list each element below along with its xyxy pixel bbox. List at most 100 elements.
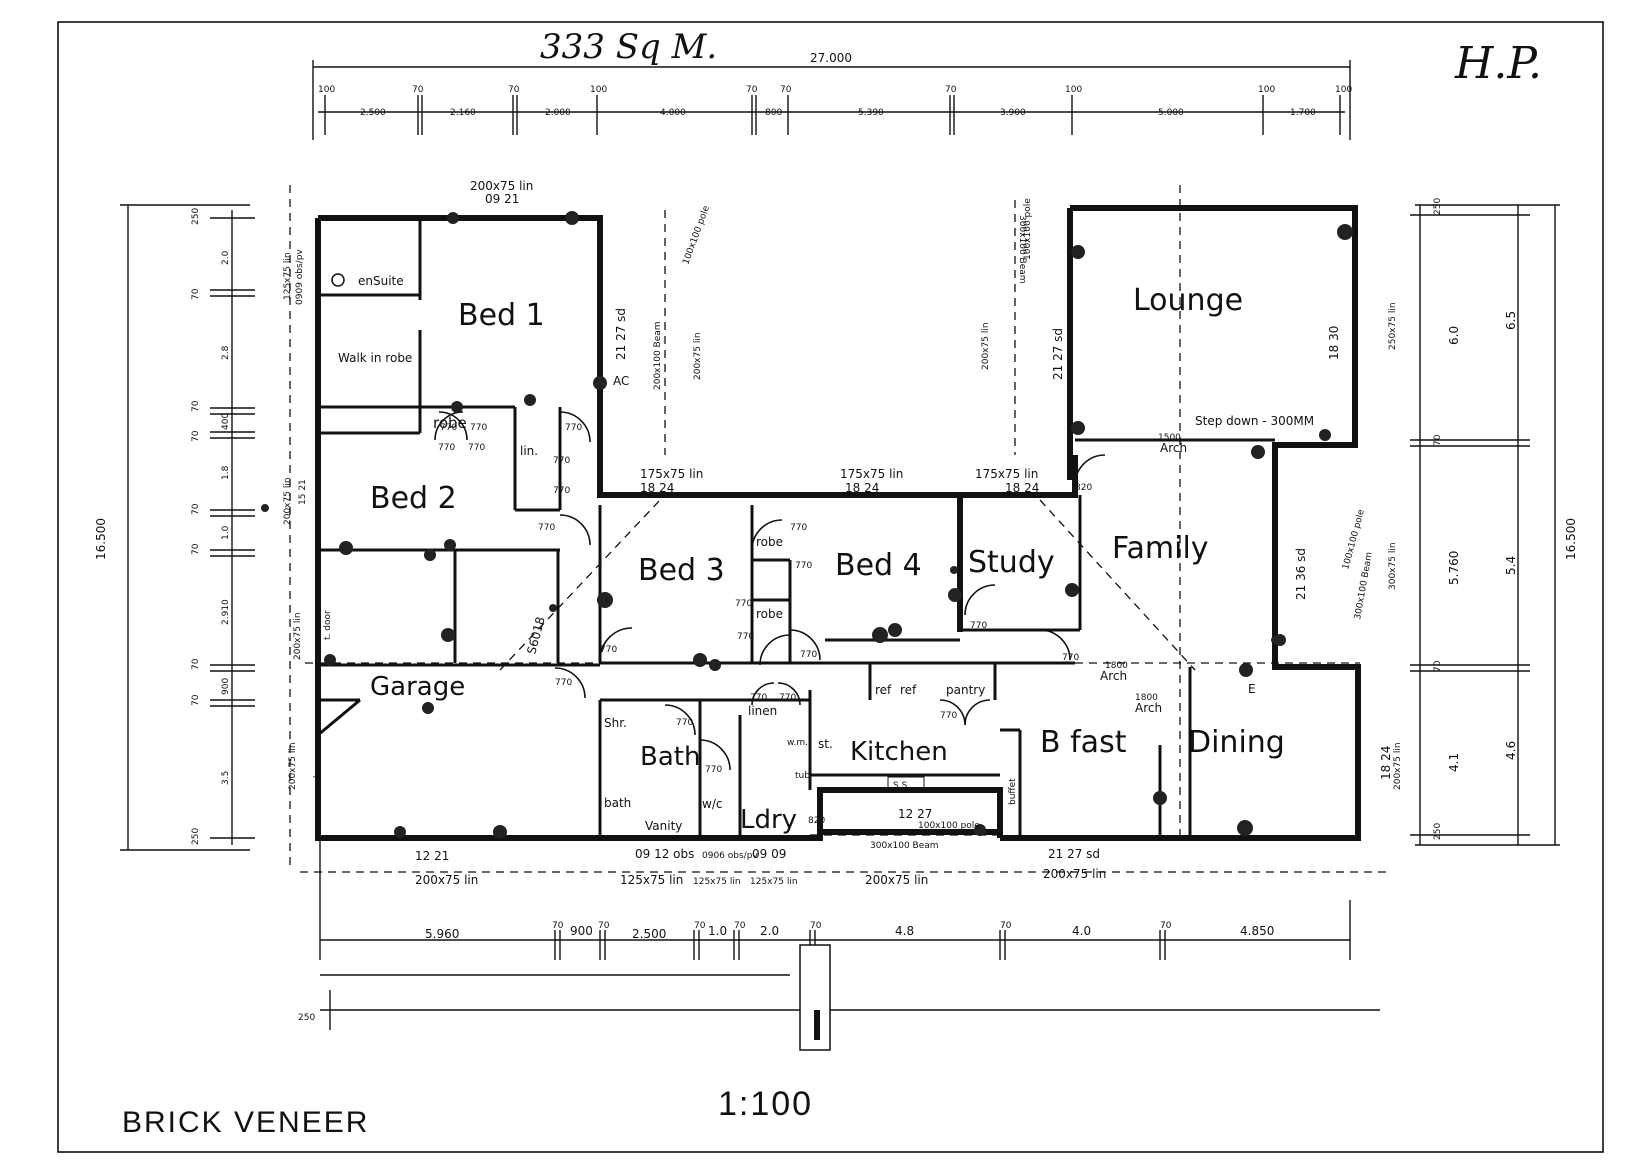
door-9: 770 [795, 561, 812, 571]
bottom-dim-3: 2.500 [632, 927, 666, 941]
win-ensuite-b: 0909 obs/pv [295, 249, 305, 305]
room-bath: Bath [640, 742, 700, 772]
door-2: 770 [438, 443, 455, 453]
top-wall-6: 70 [780, 85, 792, 95]
win-bed1-top-type: 200x75 lin [470, 179, 533, 193]
win-bed2-b: 15 21 [298, 479, 308, 505]
bottom-dim-2: 900 [570, 924, 593, 938]
win-garage-b: 12 21 [415, 849, 449, 863]
win-family: 21 36 sd [1294, 548, 1308, 600]
door-r-label: r. door [313, 761, 323, 790]
label-wm: w.m. [787, 738, 808, 748]
left-overall-dim: 16.500 [94, 518, 108, 560]
room-dining: Dining [1188, 725, 1285, 760]
label-shr: Shr. [604, 716, 627, 730]
win-bed3-b: 18 24 [640, 481, 674, 495]
door-5: 770 [553, 486, 570, 496]
bottom-dim-6: 4.8 [895, 924, 914, 938]
room-bed4: Bed 4 [835, 548, 922, 583]
win-ensuite: 125x75 lin [283, 252, 293, 300]
right-dim-9: 4.6 [1504, 741, 1518, 760]
top-wall-2: 70 [412, 85, 424, 95]
win-bed1-top-size: 09 21 [485, 192, 519, 206]
win-bed1-side-lin: 200x75 lin [693, 332, 703, 380]
beam-study: 300x100 Beam [1017, 215, 1027, 284]
door-labels: 770 770 770 770 770 770 770 770 770 770 … [438, 423, 1092, 826]
room-bed2: Bed 2 [370, 481, 457, 516]
room-bed1: Bed 1 [458, 298, 545, 333]
bottom-wall-4: 70 [734, 921, 746, 931]
bottom-dim-7: 4.0 [1072, 924, 1091, 938]
top-wall-1: 100 [318, 85, 335, 95]
door-1: 770 [565, 423, 582, 433]
left-dim-9: 70 [191, 503, 201, 515]
room-bfast: B fast [1040, 725, 1127, 760]
bottom-base-dim: 250 [298, 1013, 315, 1023]
door-23: 770 [470, 423, 487, 433]
right-dim-8: 4.1 [1447, 753, 1461, 772]
bottom-wall-7: 70 [1160, 921, 1172, 931]
top-dim-3: 2.000 [545, 108, 571, 118]
bottom-wall-3: 70 [694, 921, 706, 931]
right-dim-2: 6.0 [1447, 326, 1461, 345]
win-lounge-r-lin: 250x75 lin [1388, 302, 1398, 350]
top-overall-dim: 27.000 [810, 51, 852, 65]
bottom-dim-8: 4.850 [1240, 924, 1274, 938]
label-linen: linen [748, 704, 777, 718]
win-kitchen: 12 27 [898, 807, 932, 821]
beam-lines [289, 185, 1390, 873]
win-bath-lin: 125x75 lin [620, 873, 683, 887]
window-s6018: S6018 [524, 615, 547, 655]
arch-1500-size: 1500 [1158, 433, 1181, 443]
win-garage-l2: 200x75 lin [288, 742, 298, 790]
label-vanity: Vanity [645, 819, 682, 833]
win-bed1-side: 21 27 sd [614, 308, 628, 360]
drawing-title: BRICK VENEER [122, 1106, 369, 1139]
door-swings [434, 411, 1106, 771]
win-dining-lin: 200x75 lin [1393, 742, 1403, 790]
bottom-dim-4: 1.0 [708, 924, 727, 938]
right-dim-10: 250 [1433, 823, 1443, 840]
door-12: 770 [800, 650, 817, 660]
top-dim-8: 5.000 [1158, 108, 1184, 118]
left-dim-10: 1.0 [221, 525, 231, 540]
top-dim-2: 2.160 [450, 108, 476, 118]
left-dim-2: 2.0 [221, 250, 231, 265]
top-wall-7: 70 [945, 85, 957, 95]
top-wall-8: 100 [1065, 85, 1082, 95]
win-bfast-lin: 200x75 lin [1043, 867, 1106, 881]
door-22: 820 [1075, 483, 1092, 493]
bottom-wall-1: 70 [552, 921, 564, 931]
left-dimension-chain: 16.500 250 2.0 70 2.8 70 400 70 1.8 70 1… [94, 204, 255, 851]
door-15: 770 [555, 678, 572, 688]
window-labels: 200x75 lin 09 21 125x75 lin 0909 obs/pv … [283, 179, 1403, 887]
top-dim-5: 800 [765, 108, 782, 118]
label-ensuite: enSuite [358, 274, 404, 288]
pole-study: 100x100 pole [1023, 198, 1033, 260]
door-13: 770 [970, 621, 987, 631]
right-dim-7: 70 [1433, 660, 1443, 672]
label-pantry: pantry [946, 683, 985, 697]
page-border [57, 21, 1604, 1153]
right-dimension-chain: 250 6.0 6.5 70 5.760 5.4 70 4.1 4.6 250 … [1410, 198, 1578, 846]
left-dim-13: 70 [191, 658, 201, 670]
room-ldry: Ldry [740, 805, 797, 835]
sink-label: S S [893, 781, 908, 791]
door-10: 770 [735, 599, 752, 609]
drawing-scale: 1:100 [718, 1085, 813, 1123]
top-wall-4: 100 [590, 85, 607, 95]
bottom-dimension-chain: 5.960 900 2.500 1.0 2.0 4.8 4.0 4.850 70… [298, 730, 1380, 1051]
win-lounge-r: 18 30 [1327, 326, 1341, 360]
top-wall-3: 70 [508, 85, 520, 95]
step-down-note: Step down - 300MM [1195, 414, 1314, 428]
top-dim-6: 5.390 [858, 108, 884, 118]
label-robe-bed4: robe [756, 535, 783, 549]
win-study-b: 18 24 [1005, 481, 1039, 495]
win-bfast: 21 27 sd [1048, 847, 1100, 861]
room-study: Study [968, 545, 1055, 580]
arch-1800a-label: Arch [1100, 669, 1127, 683]
label-walkin: Walk in robe [338, 351, 412, 365]
win-family-lin: 300x75 lin [1388, 542, 1398, 590]
label-ref2: ref [900, 683, 917, 697]
